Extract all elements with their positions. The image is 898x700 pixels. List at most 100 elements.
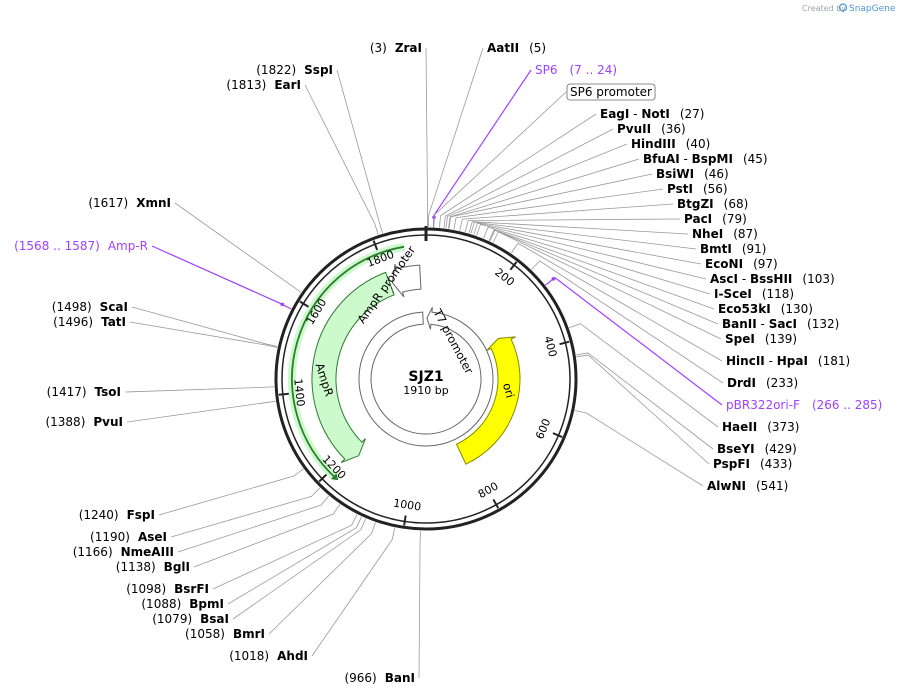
site-label-i-scei: I-SceI (118) <box>714 287 794 301</box>
ori-feature-arrow <box>455 336 521 465</box>
ruler-tick <box>278 392 289 396</box>
site-label-nhei: NheI(87) <box>692 227 758 241</box>
enzyme-name: BfuAI <box>643 152 680 166</box>
enzyme-name: NheI <box>692 227 723 241</box>
leader-line <box>470 221 697 250</box>
credit-brand: SnapGene <box>849 4 896 14</box>
site-label-pvui: (1388)PvuI <box>45 415 123 429</box>
leader-line <box>425 47 429 228</box>
site-label-bmti: BmtI(91) <box>700 242 767 256</box>
site-label-zrai: (3) ZraI <box>370 41 422 55</box>
leader-line <box>574 410 704 487</box>
enzyme-name: HindIII <box>631 137 676 151</box>
leader-line <box>568 323 719 428</box>
site-label-fspi: (1240)FspI <box>79 508 155 522</box>
leader-line <box>212 514 358 590</box>
ruler-tick <box>403 515 407 526</box>
leader-line <box>488 229 715 310</box>
site-position: (1138) <box>116 560 156 574</box>
site-label-bsiwi: BsiWI(46) <box>656 167 729 181</box>
site-position: (1813) <box>226 78 266 92</box>
leader-line <box>170 487 321 538</box>
site-position: (1166) <box>73 545 113 559</box>
site-position: (118) <box>762 287 794 301</box>
enzyme-name: EarI <box>274 78 301 92</box>
site-position: (1240) <box>79 508 119 522</box>
site-label-eco53ki: Eco53kI(130) <box>718 302 813 316</box>
enzyme-name: AatII <box>487 41 519 55</box>
site-label-bsrfi: (1098)BsrFI <box>126 582 209 596</box>
leader-lines <box>124 47 724 679</box>
leader-line <box>453 188 664 230</box>
plasmid-backbone <box>274 226 578 531</box>
enzyme-name: BpmI <box>189 597 224 611</box>
site-label-eari: (1813) EarI <box>226 78 301 92</box>
site-position: (429) <box>765 442 797 456</box>
enzyme-name: HincII <box>726 354 765 368</box>
site-position: (27) <box>680 107 705 121</box>
site-position: (3) <box>370 41 387 55</box>
enzyme-name: TsoI <box>95 385 121 399</box>
site-label-scai: (1498)ScaI <box>52 300 128 314</box>
site-label-sp6: SP6(7 .. 24) <box>535 63 617 77</box>
enzyme-name: BmtI <box>700 242 732 256</box>
enzyme-name: XmnI <box>136 196 171 210</box>
ruler-tick-label: 1000 <box>392 497 422 514</box>
site-position: (233) <box>766 376 798 390</box>
leader-line <box>448 173 653 229</box>
enzyme-name: BsaI <box>200 612 229 626</box>
enzyme-name: AlwNI <box>707 479 746 493</box>
enzyme-name: EagI <box>600 107 629 121</box>
leader-line <box>227 516 362 605</box>
site-label-banii: BanII - SacI(132) <box>722 317 839 331</box>
ruler-tick-label: 200 <box>492 266 517 289</box>
enzyme-name: BtgZI <box>677 197 714 211</box>
ampr-promoter-divider <box>385 274 394 294</box>
ruler-tick <box>552 432 563 438</box>
ori-label: ori <box>500 381 517 399</box>
leader-line <box>445 143 628 229</box>
site-label-tati: (1496)TatI <box>53 315 126 329</box>
site-label-pbr322ori-f: pBR322ori-F(266 .. 285) <box>726 398 882 412</box>
enzyme-name-2: HpaI <box>777 354 808 368</box>
enzyme-separator: - <box>680 152 692 166</box>
leader-line <box>336 69 383 234</box>
enzyme-name: AhdI <box>277 649 308 663</box>
site-label-bfuai: BfuAI - BspMI(45) <box>643 152 768 166</box>
site-label-haeii: HaeII(373) <box>722 420 800 434</box>
site-label-asci: AscI - BssHII(103) <box>710 272 835 286</box>
ruler-tick-label: 400 <box>541 335 559 359</box>
leader-line <box>483 226 711 295</box>
site-label-psti: PstI(56) <box>667 182 728 196</box>
leader-line <box>428 47 484 228</box>
enzyme-name: HaeII <box>722 420 757 434</box>
enzyme-separator: - <box>757 317 769 331</box>
site-position: (7 .. 24) <box>570 63 618 77</box>
site-position: (966) <box>344 671 376 685</box>
leader-line <box>489 229 719 325</box>
site-position: (541) <box>756 479 788 493</box>
enzyme-name: ZraI <box>395 41 422 55</box>
enzyme-name: I-SceI <box>714 287 752 301</box>
enzyme-separator: - <box>765 354 777 368</box>
leader-line <box>464 218 681 233</box>
enzyme-name: PvuI <box>93 415 123 429</box>
leader-line <box>510 242 723 362</box>
primer-site-marker <box>551 277 556 281</box>
enzyme-name: BseYI <box>717 442 755 456</box>
site-position: (1058) <box>185 627 225 641</box>
site-position: (103) <box>802 272 834 286</box>
site-label-btgzi: BtgZI(68) <box>677 197 748 211</box>
enzyme-name: EcoNI <box>705 257 743 271</box>
leader-line <box>418 530 421 679</box>
leader-line <box>468 221 689 235</box>
leader-line <box>476 223 707 280</box>
site-label-tsoi: (1417) TsoI <box>47 385 121 399</box>
leader-line <box>174 202 302 293</box>
site-position: (1079) <box>152 612 192 626</box>
enzyme-name: pBR322ori-F <box>726 398 800 412</box>
enzyme-name: Amp-R <box>108 239 148 253</box>
t7-promoter-arrow <box>358 307 494 447</box>
site-position: (1417) <box>47 385 87 399</box>
